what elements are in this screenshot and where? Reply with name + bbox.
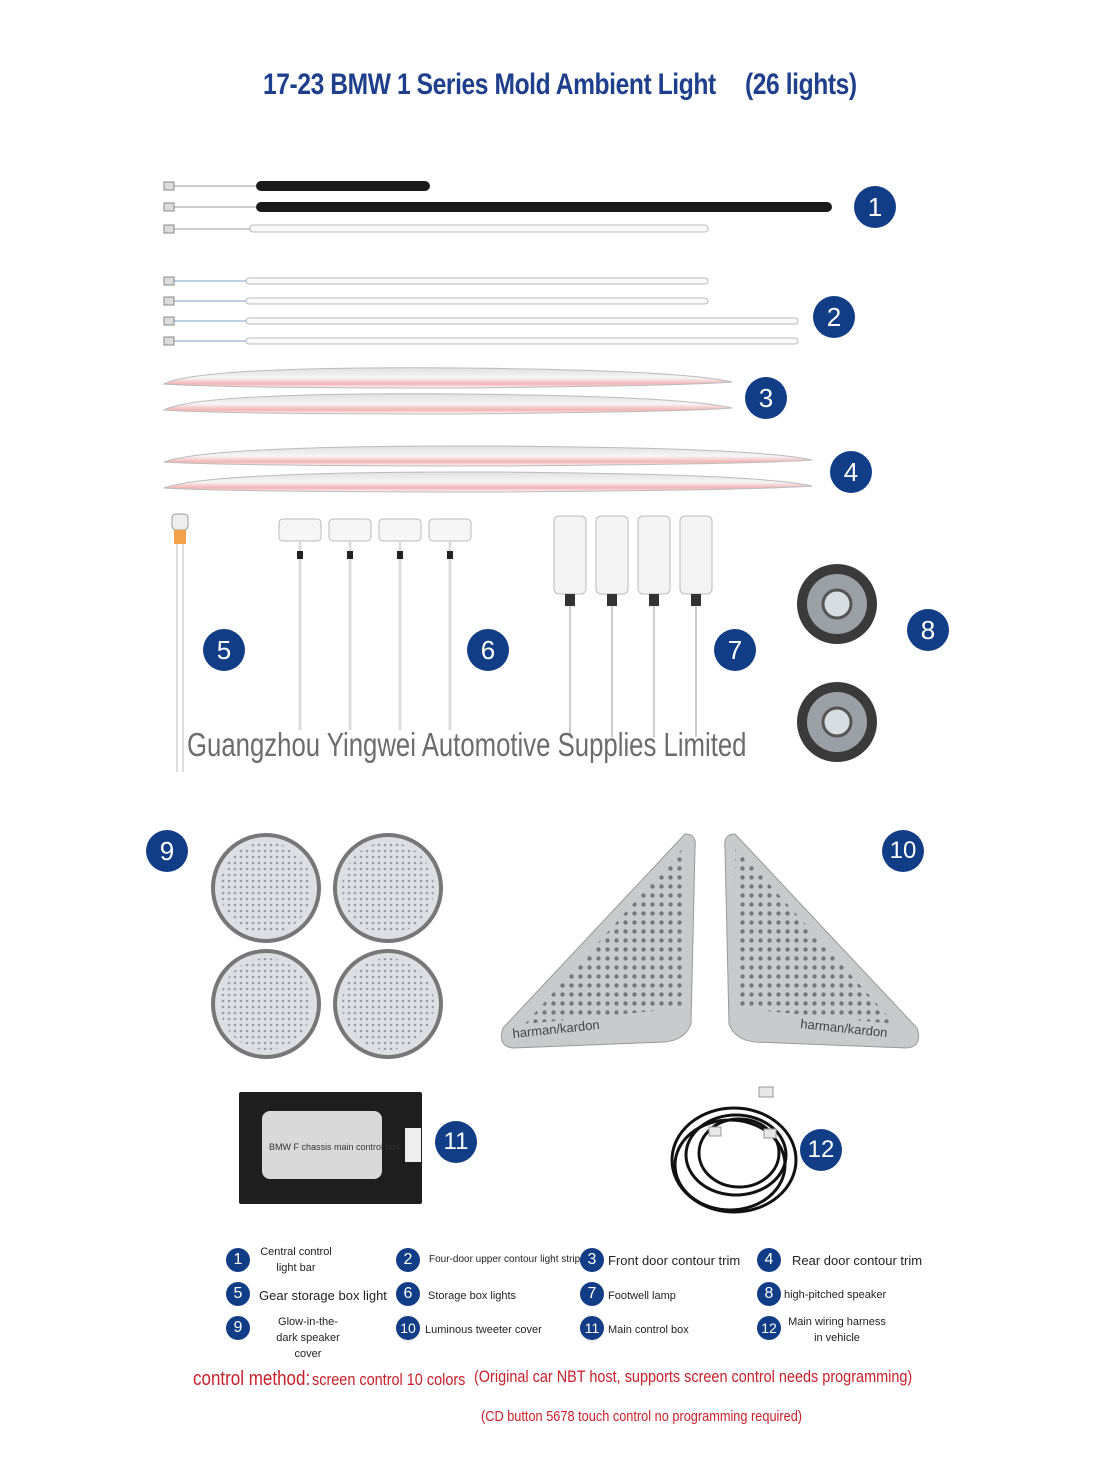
legend-badge-9: 9 [226, 1316, 250, 1340]
legend-badge-6: 6 [396, 1282, 420, 1306]
tweeter-speakers-image [797, 564, 877, 762]
legend-badge-10: 10 [396, 1316, 420, 1340]
legend-label-12: Main wiring harness in vehicle [788, 1316, 886, 1344]
rear-door-trim-image [163, 445, 813, 493]
legend-label-9: Glow-in-the-dark speaker cover [276, 1316, 340, 1360]
original-host-note: (Original car NBT host, supports screen … [474, 1367, 913, 1386]
badge-8: 8 [907, 609, 949, 651]
legend-label-1: Central control light bar [260, 1246, 332, 1274]
badge-12: 12 [800, 1129, 842, 1171]
legend-badge-4: 4 [757, 1248, 781, 1272]
legend-label-11: Main control box [608, 1324, 689, 1336]
main-control-box-image: BMW F chassis main control box [239, 1092, 422, 1204]
control-box-label: BMW F chassis main control box [269, 1142, 401, 1152]
legend-badge-7: 7 [580, 1282, 604, 1306]
legend-badge-1: 1 [226, 1248, 250, 1272]
legend-label-10: Luminous tweeter cover [425, 1324, 542, 1336]
legend-badge-2: 2 [396, 1248, 420, 1272]
upper-contour-strip-image [163, 276, 799, 346]
tweeter-covers-image: harman/kardon harman/kardon [500, 833, 920, 1049]
badge-6: 6 [467, 629, 509, 671]
badge-9: 9 [146, 830, 188, 872]
legend-badge-5: 5 [226, 1282, 250, 1306]
footwell-lamps-image [553, 515, 713, 737]
badge-7: 7 [714, 629, 756, 671]
legend-label-2: Four-door upper contour light strip [429, 1254, 581, 1265]
lights-count: (26 lights) [745, 68, 857, 101]
front-door-trim-image [162, 367, 733, 415]
badge-10: 10 [882, 830, 924, 872]
legend-label-3: Front door contour trim [608, 1253, 741, 1268]
badge-1: 1 [854, 186, 896, 228]
speaker-covers-image [211, 833, 443, 1059]
page-title: 17-23 BMW 1 Series Mold Ambient Light [263, 68, 716, 101]
storage-box-lights-image [278, 518, 472, 730]
control-method-label: control method: [193, 1368, 311, 1390]
screen-control-text: screen control 10 colors [312, 1370, 466, 1389]
badge-11: 11 [435, 1121, 477, 1163]
badge-3: 3 [745, 377, 787, 419]
legend-label-6: Storage box lights [428, 1290, 517, 1302]
legend-label-4: Rear door contour trim [792, 1253, 923, 1268]
gear-storage-light-image [171, 513, 189, 772]
legend-badge-12: 12 [757, 1316, 781, 1340]
legend-label-7: Footwell lamp [608, 1290, 676, 1302]
badge-4: 4 [830, 451, 872, 493]
badge-2: 2 [813, 296, 855, 338]
legend-badge-11: 11 [580, 1316, 604, 1340]
company-watermark: Guangzhou Yingwei Automotive Supplies Li… [187, 726, 747, 763]
legend-label-8: high-pitched speaker [784, 1289, 887, 1301]
cd-button-note: (CD button 5678 touch control no program… [481, 1408, 803, 1425]
legend-badge-3: 3 [580, 1248, 604, 1272]
legend-label-5: Gear storage box light [259, 1288, 387, 1303]
central-light-bar-image [163, 181, 832, 234]
legend-badge-8: 8 [757, 1282, 781, 1306]
badge-5: 5 [203, 629, 245, 671]
wiring-harness-image [670, 1086, 798, 1214]
